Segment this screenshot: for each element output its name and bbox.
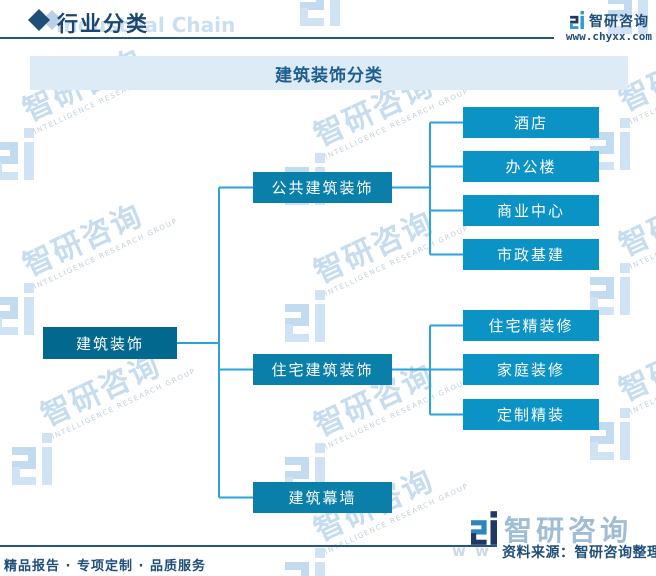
tree-leaf-node: 商业中心	[463, 195, 599, 226]
page-header: Industrial Chain 行业分类 智研咨询 www.chyxx.com	[0, 0, 656, 43]
tree-leaf-node: 市政基建	[463, 239, 599, 270]
footer-tagline: 精品报告 · 专项定制 · 品质服务	[4, 559, 206, 574]
header-divider	[0, 37, 554, 39]
tree-leaf-node: 住宅精装修	[463, 310, 599, 341]
tree-leaf-node: 家庭装修	[463, 354, 599, 385]
tree-leaf-node: 办公楼	[463, 151, 599, 182]
footer-brand-name: 智研咨询	[504, 514, 633, 547]
header-watermark-english: Industrial Chain	[56, 13, 236, 37]
tree-branch-node: 公共建筑装饰	[253, 172, 392, 203]
tree-root-node: 建筑装饰	[43, 327, 177, 359]
diamond-bullet-icon	[28, 9, 62, 31]
tree-leaf-node: 定制精装	[463, 399, 599, 430]
chart-title-bar: 建筑装饰分类	[30, 56, 628, 90]
section-title: 行业分类	[57, 12, 149, 36]
page-footer: 智研咨询 资料来源：智研咨询整理 精品报告 · 专项定制 · 品质服务	[0, 500, 656, 576]
brand-logo-icon	[471, 511, 497, 545]
tree-branch-node: 住宅建筑装饰	[253, 354, 392, 385]
brand-logo-icon	[570, 11, 584, 29]
footer-divider	[0, 545, 497, 547]
brand-website: www.chyxx.com	[565, 30, 652, 43]
tree-leaf-node: 酒店	[463, 107, 599, 138]
chart-title: 建筑装饰分类	[275, 65, 383, 86]
data-source-note: 资料来源：智研咨询整理	[502, 545, 656, 561]
brand-name: 智研咨询	[589, 14, 649, 30]
